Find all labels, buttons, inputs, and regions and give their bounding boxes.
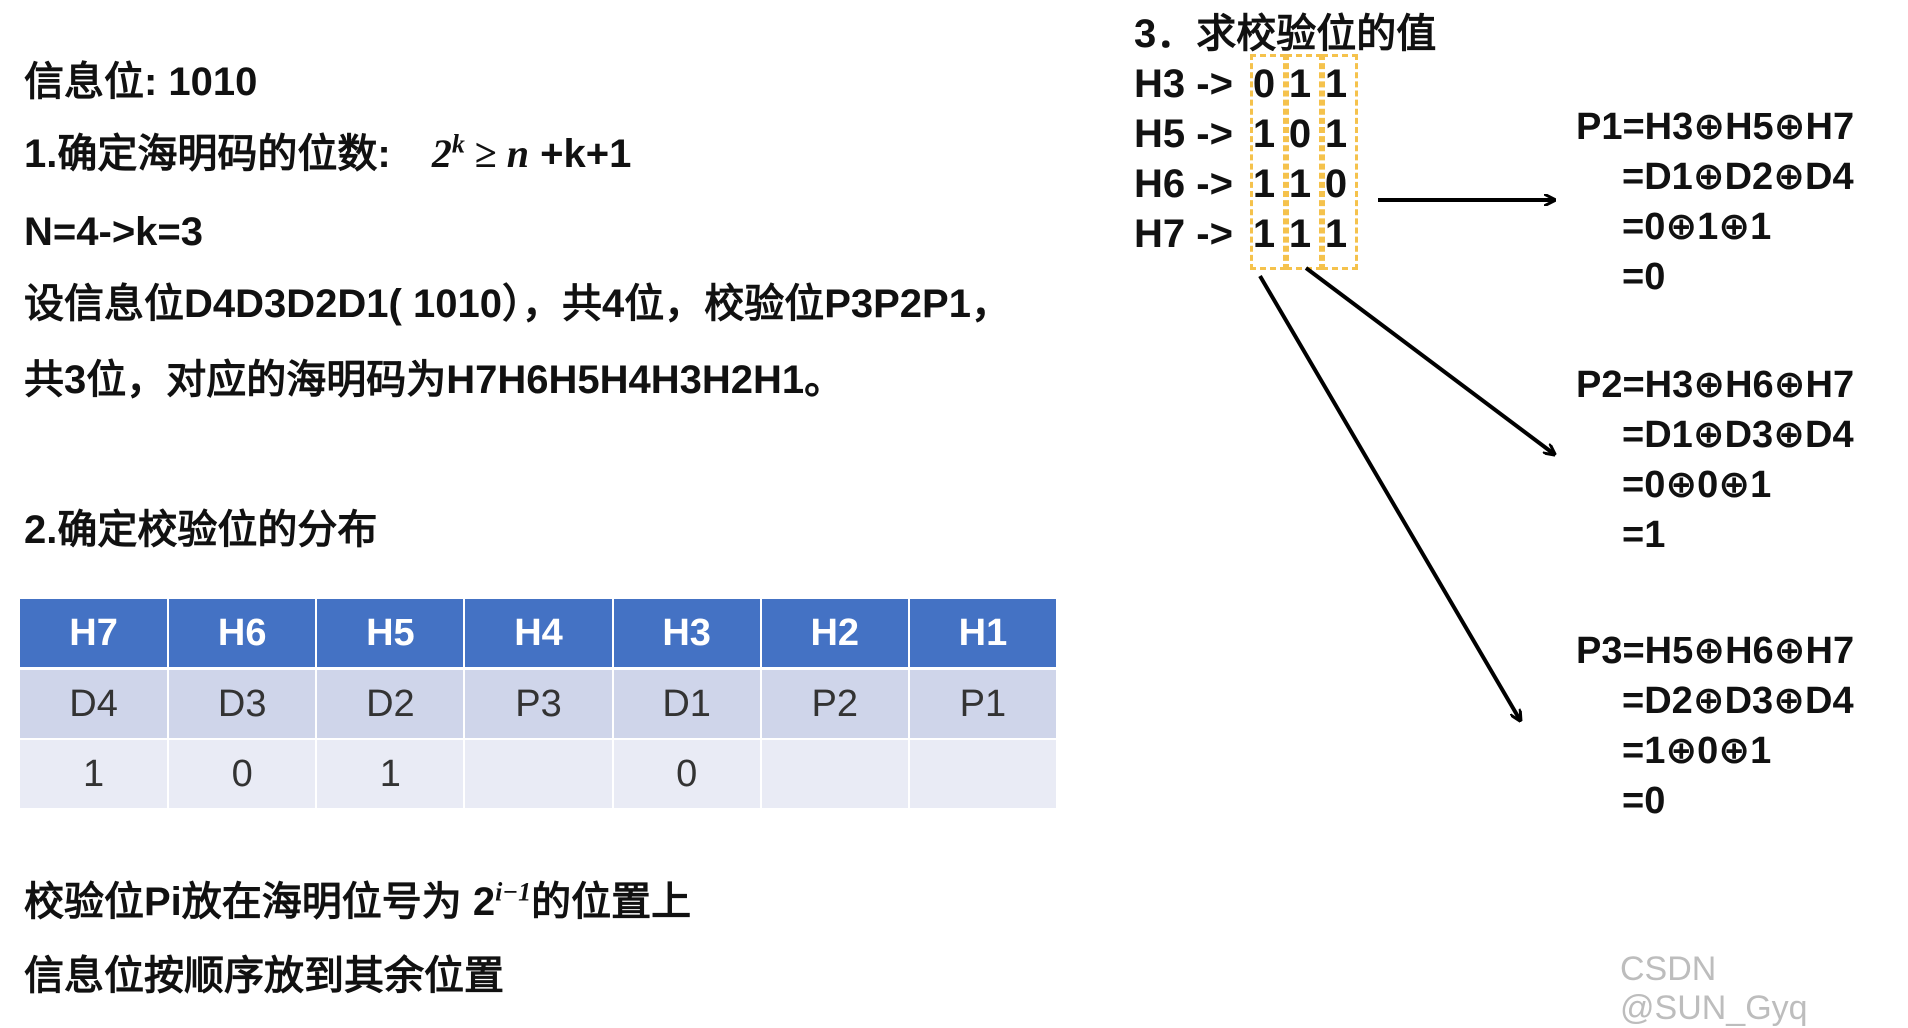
table-header-row: H7 H6 H5 H4 H3 H2 H1 [20,599,1059,670]
rule-1-line: 校验位Pi放在海明位号为 2i−1的位置上 [24,879,692,924]
p2-line-4: =1 [1622,514,1666,556]
formula-rel: ≥ [464,131,507,176]
step1-label: 1.确定海明码的位数: [24,132,391,176]
p1-line-2: =D1⊕D2⊕D4 [1622,156,1854,198]
bit: 1 [1252,112,1276,156]
formula-base: 2 [431,131,452,176]
p1-line-3: =0⊕1⊕1 [1622,206,1772,248]
step2-label: 2.确定校验位的分布 [24,508,378,552]
watermark: CSDN @SUN_Gyq [1620,950,1808,1027]
bit: 1 [1288,212,1312,256]
table-header-cell: H6 [168,599,318,670]
bit: 0 [1288,112,1312,156]
nk-line: N=4->k=3 [24,210,204,254]
bit: 1 [1288,62,1312,106]
arrow-to-p3 [1258,274,1520,720]
rule-1-suffix: 的位置上 [531,880,692,924]
bit-row-label: H7 -> [1134,212,1233,256]
table-cell: D3 [168,668,318,740]
formula-exp: k [451,129,465,159]
p2-line-3: =0⊕0⊕1 [1622,464,1772,506]
table-cell: P1 [908,668,1059,740]
p3-line-3: =1⊕0⊕1 [1622,730,1772,772]
p3-line-4: =0 [1622,780,1666,822]
table-row: D4 D3 D2 P3 D1 P2 P1 [20,668,1059,740]
hamming-distribution-table: H7 H6 H5 H4 H3 H2 H1 D4 D3 D2 P3 D1 P2 P… [20,599,1059,808]
step3-label: 3．求校验位的值 [1134,12,1437,56]
table-cell [760,739,910,808]
bit: 1 [1324,62,1348,106]
table-cell: 0 [612,739,762,808]
bit: 1 [1252,212,1276,256]
formula-tail: +k+1 [529,132,632,176]
p2-line-1: P2=H3⊕H6⊕H7 [1576,364,1855,406]
dashed-column-2 [1286,54,1322,270]
arrow-to-p2 [1304,266,1554,454]
bit: 1 [1324,212,1348,256]
p3-line-2: =D2⊕D3⊕D4 [1622,680,1854,722]
table-cell: P3 [464,668,614,740]
bit-row-label: H5 -> [1134,112,1233,156]
dashed-column-1 [1250,54,1286,270]
arrows-overlay [1258,0,1908,997]
bit: 0 [1252,62,1276,106]
table-cell: 0 [168,739,318,808]
table-header-cell: H4 [464,599,614,670]
desc-line-2: 共3位，对应的海明码为H7H6H5H4H3H2H1。 [24,358,845,402]
bit-row-label: H6 -> [1134,162,1233,206]
table-header-cell: H2 [760,599,910,670]
table-cell: 1 [20,739,170,808]
table-cell: D2 [316,668,466,740]
table-cell [464,739,614,808]
rule-2-line: 信息位按顺序放到其余位置 [24,954,504,998]
p1-line-1: P1=H3⊕H5⊕H7 [1576,106,1855,148]
table-header-cell: H3 [612,599,762,670]
bit: 0 [1324,162,1348,206]
table-header-cell: H1 [908,599,1059,670]
table-header-cell: H5 [316,599,466,670]
table-cell [908,739,1059,808]
table-cell: D4 [20,668,170,740]
p1-line-4: =0 [1622,256,1666,298]
formula-n: n [506,131,530,176]
info-bits-line: 信息位: 1010 [24,60,258,104]
step1-formula: 2k ≥ n +k+1 [432,131,632,176]
p2-line-2: =D1⊕D3⊕D4 [1622,414,1854,456]
bit: 1 [1324,112,1348,156]
dashed-column-3 [1322,54,1358,270]
table-header-cell: H7 [20,599,170,670]
desc-line-1: 设信息位D4D3D2D1( 1010），共4位，校验位P3P2P1， [24,282,1011,326]
bit: 1 [1288,162,1312,206]
bit-row-label: H3 -> [1134,62,1233,106]
table-cell: 1 [316,739,466,808]
step1-line: 1.确定海明码的位数: 2k ≥ n +k+1 [24,131,632,176]
table-cell: P2 [760,668,910,740]
bit: 1 [1252,162,1276,206]
table-row: 1 0 1 0 [20,739,1059,808]
table-cell: D1 [612,668,762,740]
rule-1-prefix: 校验位Pi放在海明位号为 2 [24,880,496,924]
rule-1-exp: i−1 [495,877,532,907]
p3-line-1: P3=H5⊕H6⊕H7 [1576,630,1855,672]
